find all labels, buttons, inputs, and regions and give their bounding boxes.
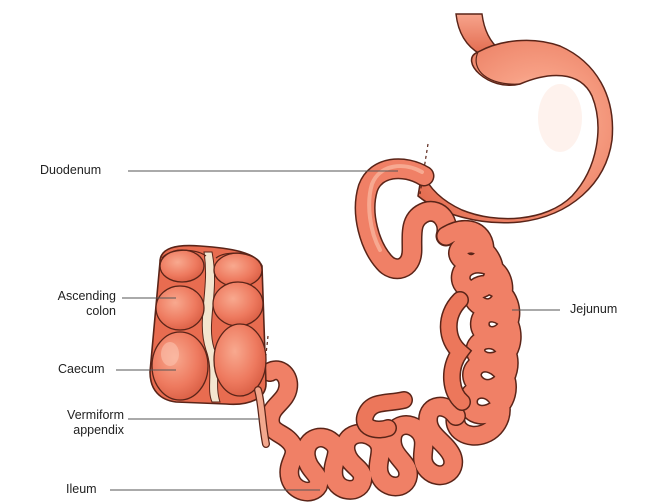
label-caecum: Caecum — [58, 362, 105, 377]
stomach — [418, 14, 613, 223]
label-ileum: Ileum — [66, 482, 97, 497]
label-ascending-colon: Ascending colon — [16, 289, 116, 319]
label-ascending-colon-line1: Ascending — [16, 289, 116, 304]
label-duodenum: Duodenum — [40, 163, 101, 178]
label-vermiform-appendix: Vermiform appendix — [24, 408, 124, 438]
label-ascending-colon-line2: colon — [16, 304, 116, 319]
label-vermiform-appendix-line1: Vermiform — [24, 408, 124, 423]
label-jejunum: Jejunum — [570, 302, 617, 317]
stomach-body — [418, 40, 613, 222]
label-vermiform-appendix-line2: appendix — [24, 423, 124, 438]
caecum-and-ascending-colon — [150, 246, 266, 405]
